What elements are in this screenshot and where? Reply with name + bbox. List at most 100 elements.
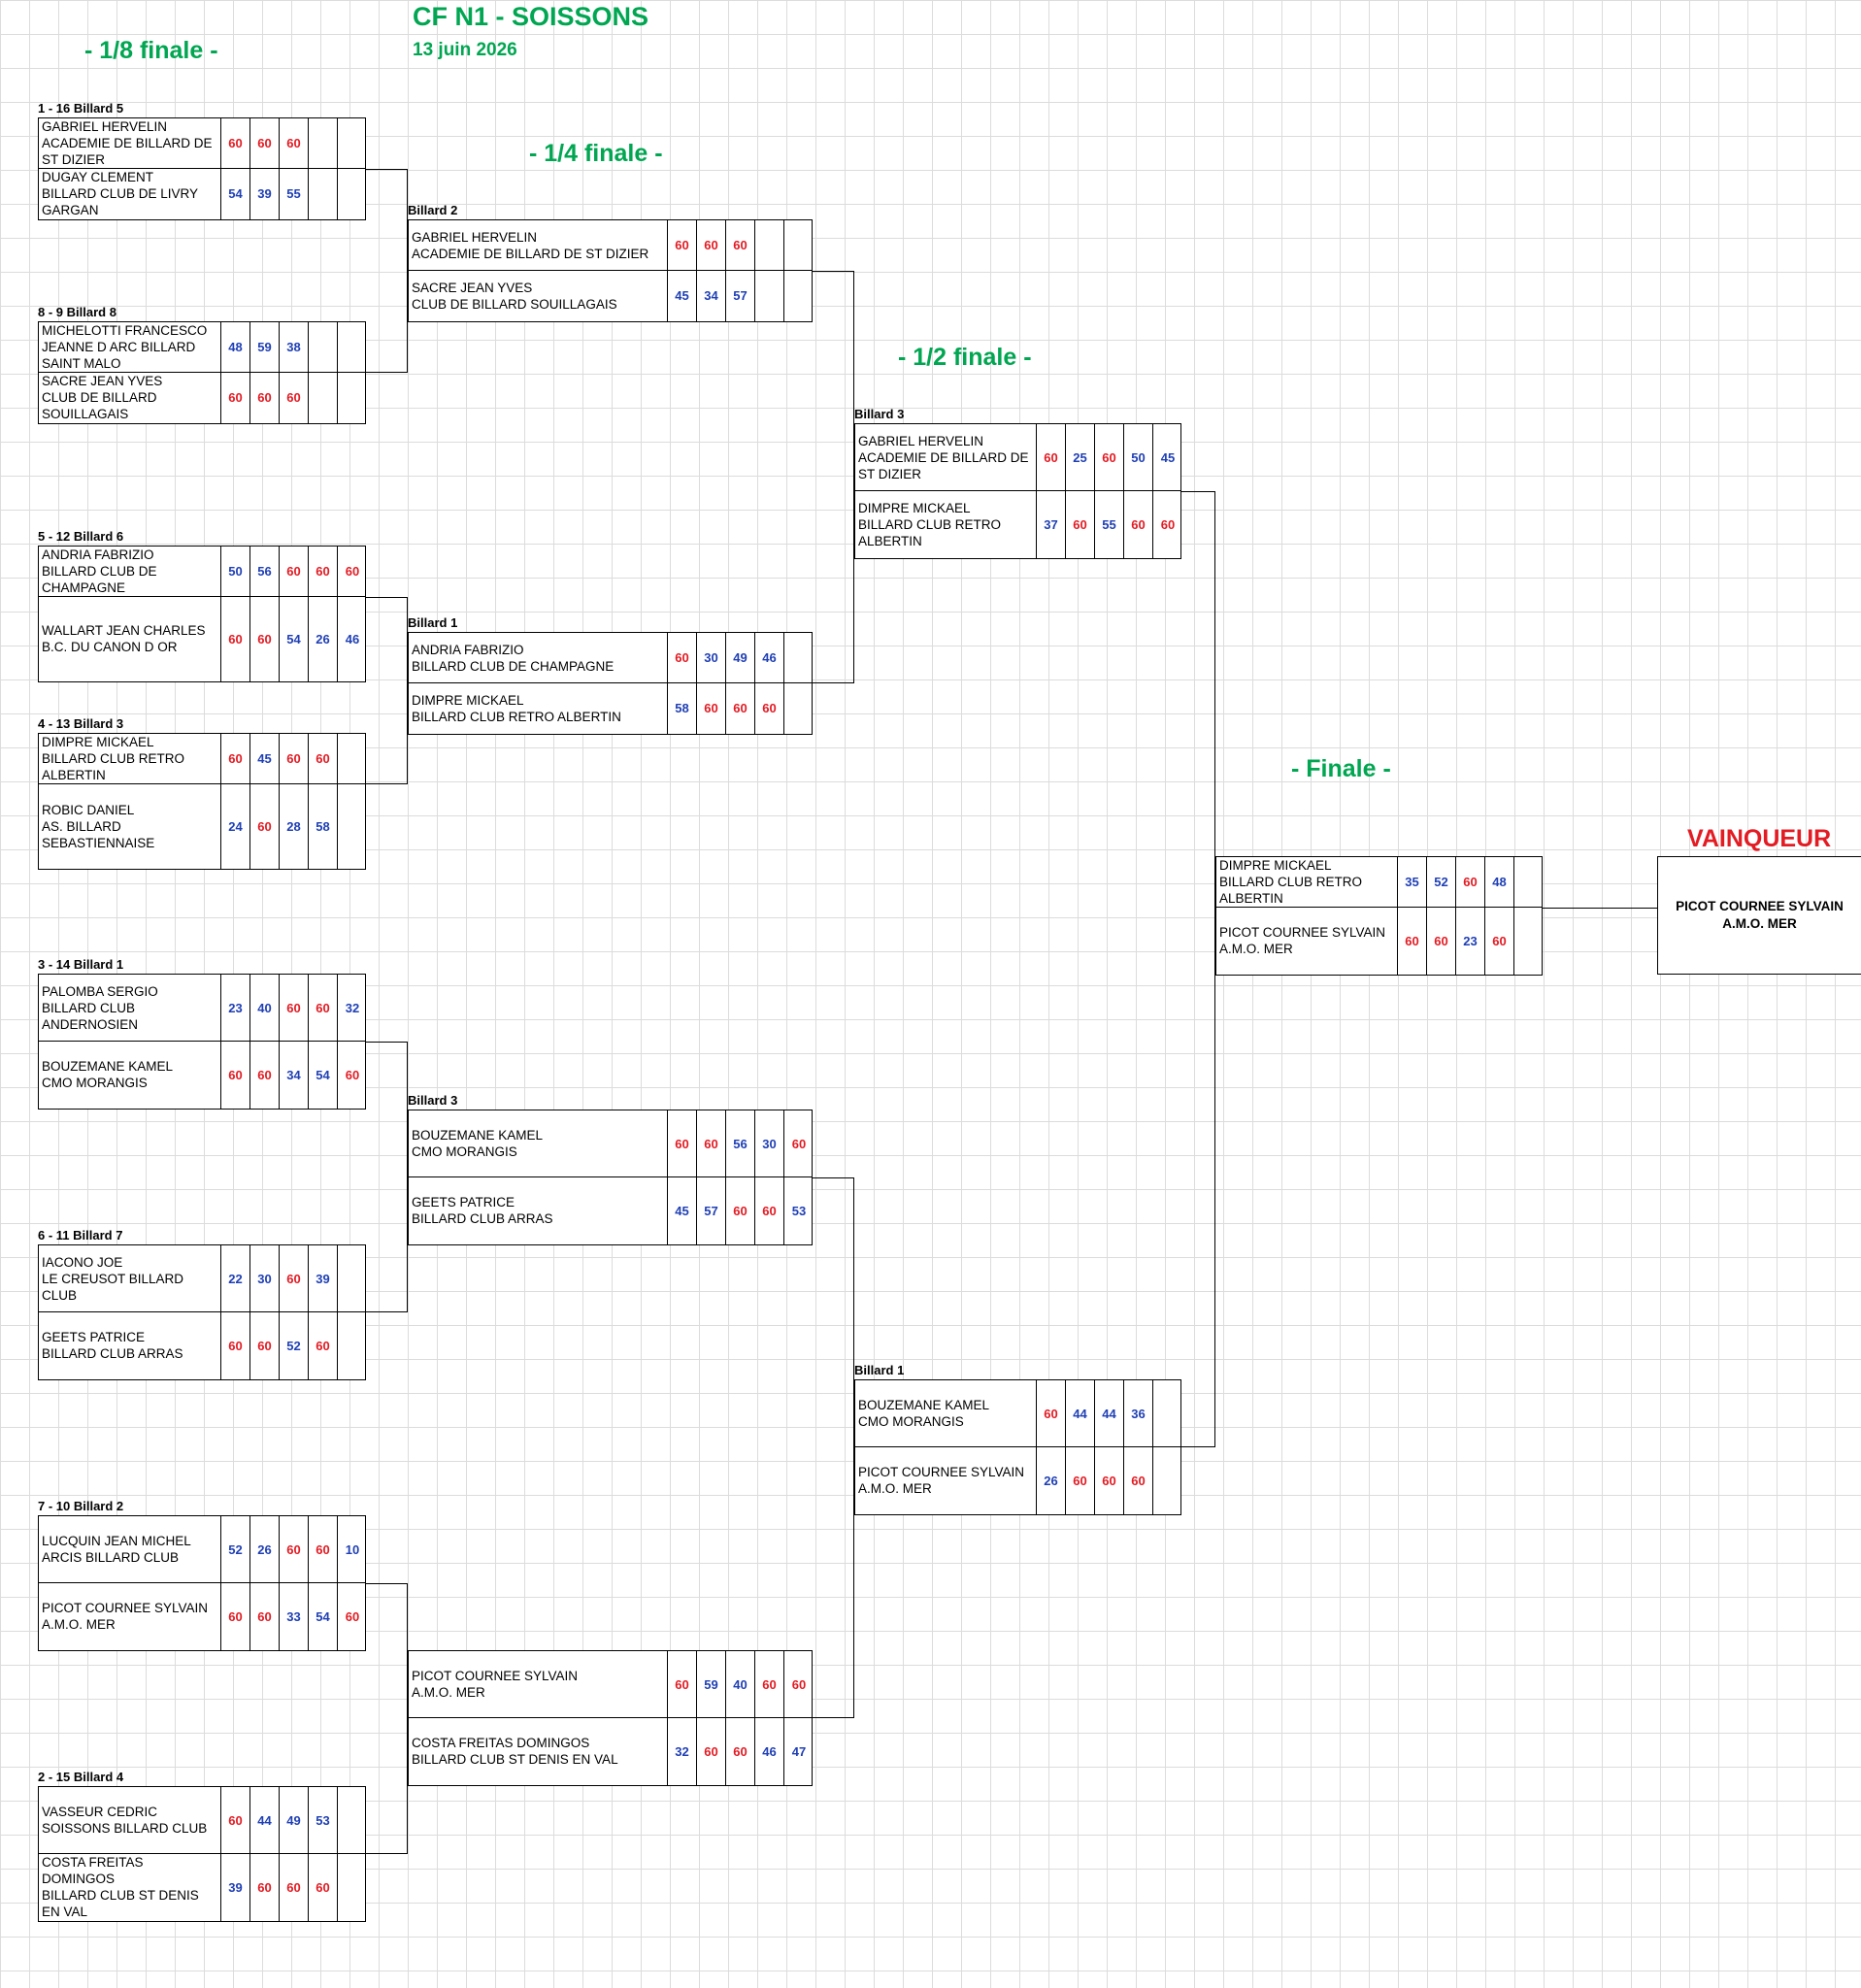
score-cell: 60 (280, 1516, 309, 1582)
score-cell: 22 (221, 1245, 250, 1311)
score-cell: 60 (309, 1853, 338, 1921)
score-cell: 28 (280, 783, 309, 869)
score-cell (1153, 1380, 1182, 1446)
score-cell: 26 (250, 1516, 280, 1582)
score-cell: 60 (221, 596, 250, 681)
score-cell: 35 (1398, 857, 1427, 907)
score-cell: 60 (250, 118, 280, 168)
round-title-final: - Finale - (1291, 755, 1391, 782)
score-cell: 60 (345, 564, 360, 579)
score-cell: 53 (791, 1203, 807, 1218)
score-cell: 60 (280, 547, 309, 596)
score-cell: 50 (221, 547, 250, 596)
event-date: 13 juin 2026 (413, 40, 517, 60)
score-cell: 39 (250, 168, 280, 219)
score-cell: 60 (1456, 857, 1485, 907)
score-cell: 60 (250, 1311, 280, 1379)
score-cell: 32 (345, 1000, 360, 1015)
score-cell: 60 (221, 1311, 250, 1379)
score-cell: 60 (1124, 1446, 1153, 1514)
score-cell: 60 (280, 734, 309, 783)
score-cell: 45 (1160, 449, 1176, 465)
score-cell: 60 (697, 220, 726, 270)
score-cell (338, 1854, 367, 1922)
match-label: 2 - 15 Billard 4 (38, 1770, 124, 1784)
winner-club: A.M.O. MER (1722, 916, 1797, 931)
score-cell: 60 (697, 1110, 726, 1176)
score-cell: 60 (755, 1176, 784, 1244)
score-cell: 60 (1037, 1380, 1066, 1446)
score-cell: 52 (1427, 857, 1456, 907)
score-cell: 53 (309, 1787, 338, 1853)
score-cell: 60 (309, 734, 338, 783)
score-cell: 60 (668, 1651, 697, 1717)
score-cell (1514, 857, 1544, 907)
connector-r16-2 (366, 597, 408, 784)
score-cell: 58 (309, 783, 338, 869)
round-title-qf: - 1/4 finale - (529, 140, 663, 167)
score-cell: 60 (1095, 424, 1124, 490)
connector-r16-3 (366, 1042, 408, 1312)
score-cell: 60 (1160, 516, 1176, 532)
score-cell: 60 (280, 372, 309, 423)
score-cell: 40 (726, 1651, 755, 1717)
score-cell (338, 734, 367, 783)
score-cell (338, 169, 367, 220)
score-cell: 55 (280, 168, 309, 219)
score-cell: 57 (697, 1176, 726, 1244)
connector-qf-2 (813, 1177, 854, 1718)
score-cell: 34 (280, 1041, 309, 1109)
score-cell (338, 118, 367, 168)
score-cell: 60 (280, 118, 309, 168)
match-label: Billard 2 (408, 203, 458, 217)
score-cell: 30 (250, 1245, 280, 1311)
connector-final (1543, 908, 1657, 909)
score-cell: 45 (250, 734, 280, 783)
score-cell: 60 (250, 372, 280, 423)
score-cell (309, 322, 338, 372)
score-cell: 23 (1456, 907, 1485, 975)
score-cell: 60 (221, 1041, 250, 1109)
score-cell: 60 (726, 1176, 755, 1244)
match-label: 4 - 13 Billard 3 (38, 716, 124, 731)
score-cell (784, 633, 814, 682)
score-cell: 60 (345, 1067, 360, 1082)
score-cell: 59 (697, 1651, 726, 1717)
score-cell: 54 (221, 168, 250, 219)
score-cell: 60 (309, 1311, 338, 1379)
score-cell (784, 220, 814, 270)
score-cell (1153, 1447, 1182, 1515)
score-cell: 45 (668, 1176, 697, 1244)
